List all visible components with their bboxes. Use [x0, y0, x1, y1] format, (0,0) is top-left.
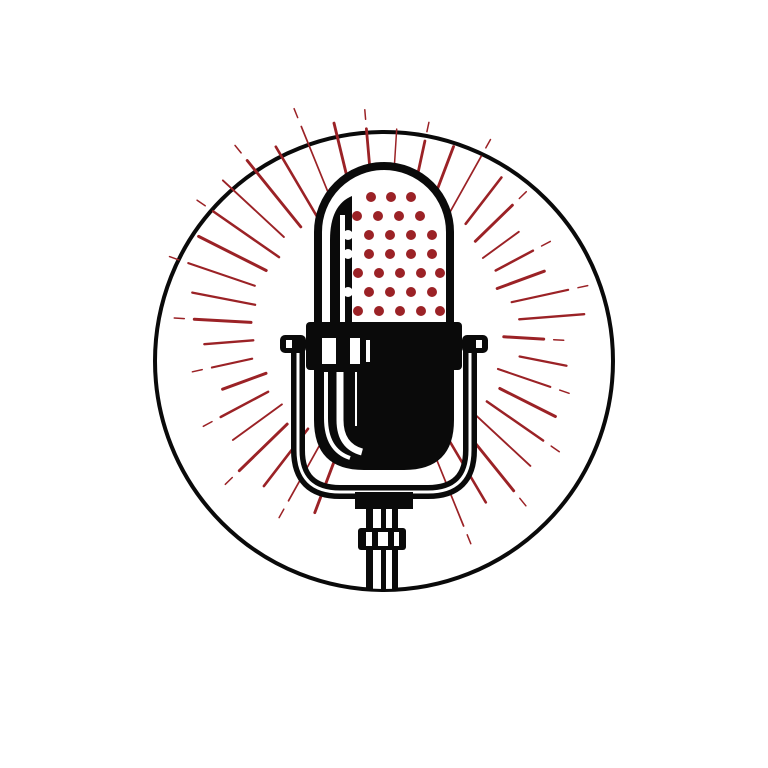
sound-ray [498, 387, 557, 418]
sound-ray-dash [485, 138, 492, 149]
grille-dot [353, 268, 363, 278]
grille-dots [343, 192, 445, 316]
sound-rays [168, 107, 589, 545]
sound-ray [518, 355, 568, 367]
grille-dot [394, 211, 404, 221]
grille-dot [385, 230, 395, 240]
sound-ray [197, 234, 268, 272]
sound-ray [494, 249, 535, 272]
grille-dot [374, 268, 384, 278]
grille-dot [427, 287, 437, 297]
sound-ray-dash [552, 338, 565, 342]
grille-dot [415, 211, 425, 221]
mic-stand [358, 498, 406, 589]
sound-ray-dash [466, 534, 472, 545]
sound-ray-dash [224, 476, 234, 486]
sound-ray [210, 357, 254, 369]
grille-dot [343, 230, 353, 240]
grille-dot [385, 287, 395, 297]
grille-dot [406, 192, 416, 202]
sound-ray-dash [196, 199, 206, 207]
grille-dot [406, 230, 416, 240]
grille-dot [364, 287, 374, 297]
grille-dot [416, 306, 426, 316]
grille-dot [364, 249, 374, 259]
grille-dot [435, 268, 445, 278]
grille-dot [366, 192, 376, 202]
sound-ray [245, 159, 303, 229]
yoke-pivot-right [462, 335, 488, 353]
mic-collar [306, 322, 462, 370]
sound-ray-dash [293, 107, 299, 119]
sound-ray [510, 288, 570, 304]
mic-body [314, 368, 454, 470]
grille-dot [395, 306, 405, 316]
sound-ray [192, 317, 253, 324]
grille-dot [386, 192, 396, 202]
sound-ray [496, 367, 552, 388]
yoke-pivot-left [280, 335, 306, 353]
sound-ray-dash [173, 317, 186, 320]
sound-ray [191, 291, 257, 306]
sound-ray-dash [577, 284, 589, 289]
sound-ray-dash [518, 190, 528, 200]
sound-ray [274, 145, 321, 223]
mic-yoke [291, 345, 477, 509]
grille-dot [385, 249, 395, 259]
grille-dot [427, 249, 437, 259]
sound-ray [231, 403, 283, 441]
sound-ray [518, 313, 586, 321]
sound-ray [481, 230, 520, 259]
sound-ray [203, 339, 255, 346]
sound-ray [187, 262, 256, 287]
grille-dot [406, 249, 416, 259]
sound-ray [448, 155, 483, 214]
sound-ray-dash [540, 240, 552, 247]
sound-ray [464, 176, 503, 226]
sound-ray [219, 390, 270, 419]
sound-ray-dash [426, 121, 430, 133]
sound-ray-dash [278, 508, 285, 519]
sound-ray [502, 335, 546, 341]
sound-ray-dash [202, 420, 213, 428]
grille-dot [352, 211, 362, 221]
grille-dot [353, 306, 363, 316]
sound-ray [495, 269, 546, 290]
sound-ray-dash [168, 255, 180, 261]
grille-dot [427, 230, 437, 240]
sound-ray [473, 203, 514, 243]
sound-ray-dash [519, 497, 527, 507]
sound-ray [237, 422, 289, 473]
mic-grille [314, 162, 454, 334]
grille-dot [395, 268, 405, 278]
grille-dot [416, 268, 426, 278]
sound-ray [485, 400, 545, 442]
grille-dot [435, 306, 445, 316]
sound-ray [475, 414, 532, 467]
sound-ray [211, 210, 281, 259]
sound-ray-dash [550, 445, 561, 453]
sound-ray-dash [234, 144, 242, 154]
grille-dot [373, 211, 383, 221]
grille-dot [343, 249, 353, 259]
grille-dot [364, 230, 374, 240]
grille-dot [343, 287, 353, 297]
sound-ray-dash [558, 389, 570, 395]
grille-dot [374, 306, 384, 316]
sound-ray [221, 371, 268, 391]
sound-ray [221, 179, 285, 238]
grille-dot [406, 287, 416, 297]
sound-ray-dash [364, 109, 367, 121]
sound-ray-dash [191, 368, 203, 373]
